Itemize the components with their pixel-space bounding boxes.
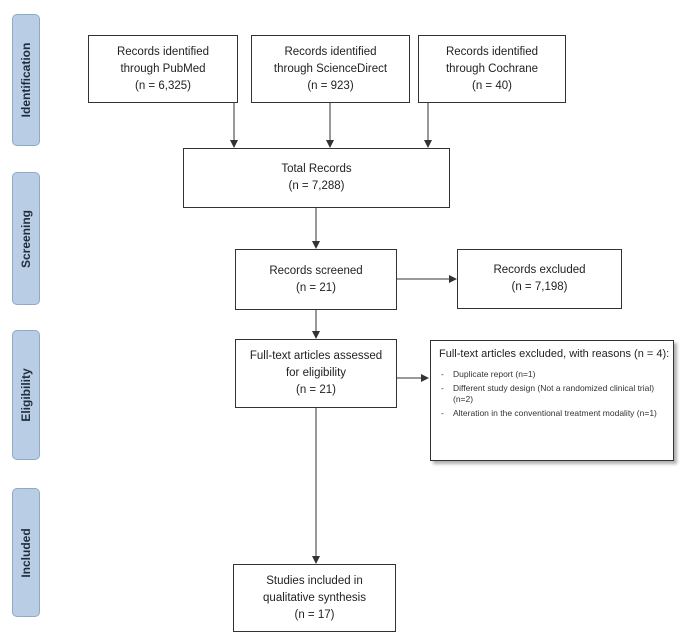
total-count: (n = 7,288): [288, 180, 345, 192]
phase-eligibility: Eligibility: [12, 330, 40, 460]
cochrane-line2: through Cochrane: [445, 62, 539, 75]
pubmed-line1: Records identified: [116, 45, 210, 58]
exclusion-reasons-list: Duplicate report (n=1) Different study d…: [439, 369, 665, 419]
included-line2: qualitative synthesis: [263, 591, 366, 604]
excluded-count: (n = 7,198): [511, 281, 568, 293]
studies-included-box: Studies included in qualitative synthesi…: [233, 564, 396, 632]
included-line1: Studies included in: [266, 574, 363, 587]
phase-eligibility-label: Eligibility: [19, 368, 33, 422]
phase-included-label: Included: [19, 527, 33, 578]
cochrane-count: (n = 40): [472, 79, 512, 92]
cochrane-records-box: Records identified through Cochrane (n =…: [418, 35, 566, 103]
total-line1: Total Records: [281, 163, 352, 175]
cochrane-line1: Records identified: [445, 45, 539, 58]
screened-count: (n = 21): [296, 281, 336, 294]
excluded-line1: Records excluded: [493, 264, 586, 276]
fulltext-count: (n = 21): [296, 384, 336, 396]
included-count: (n = 17): [294, 608, 335, 621]
fulltext-assessed-box: Full-text articles assessed for eligibil…: [235, 339, 397, 408]
exclusion-reason: Duplicate report (n=1): [439, 369, 665, 381]
fulltext-excluded-box: Full-text articles excluded, with reason…: [430, 340, 674, 461]
sciencedirect-count: (n = 923): [307, 79, 354, 92]
phase-screening: Screening: [12, 172, 40, 305]
fulltext-line2: for eligibility: [285, 367, 347, 379]
pubmed-line2: through PubMed: [120, 62, 206, 75]
sciencedirect-records-box: Records identified through ScienceDirect…: [251, 35, 410, 103]
exclusion-reason: Alteration in the conventional treatment…: [439, 408, 665, 420]
pubmed-records-box: Records identified through PubMed (n = 6…: [88, 35, 238, 103]
records-screened-box: Records screened (n = 21): [235, 249, 397, 310]
records-excluded-box: Records excluded (n = 7,198): [457, 249, 622, 309]
sciencedirect-line2: through ScienceDirect: [273, 62, 388, 75]
phase-identification: Identification: [12, 14, 40, 146]
pubmed-count: (n = 6,325): [135, 79, 191, 92]
sciencedirect-line1: Records identified: [284, 45, 377, 58]
fulltext-excluded-header: Full-text articles excluded, with reason…: [439, 348, 670, 360]
phase-included: Included: [12, 488, 40, 617]
fulltext-line1: Full-text articles assessed: [249, 350, 383, 362]
phase-identification-label: Identification: [19, 42, 33, 118]
phase-screening-label: Screening: [19, 209, 33, 268]
exclusion-reason: Different study design (Not a randomized…: [439, 383, 665, 406]
screened-line1: Records screened: [269, 264, 363, 277]
total-records-box: Total Records (n = 7,288): [183, 148, 450, 208]
